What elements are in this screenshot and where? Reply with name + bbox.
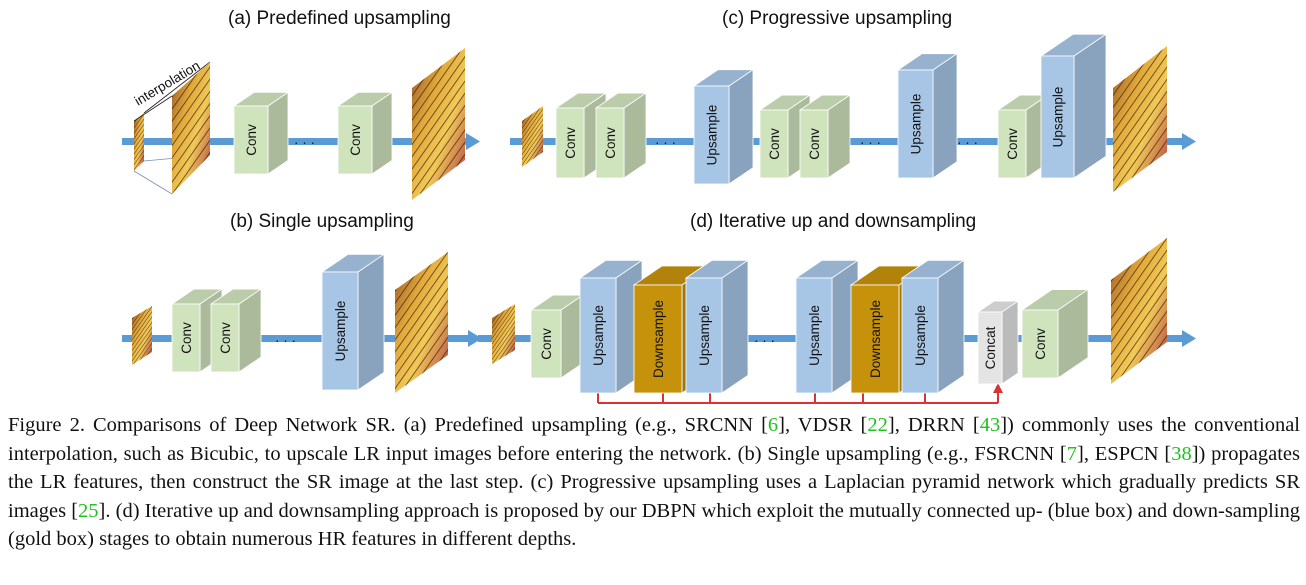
input-image-b bbox=[132, 306, 152, 365]
block-label: Conv bbox=[244, 124, 259, 156]
panel-d-title: (d) Iterative up and downsampling bbox=[690, 211, 976, 232]
block-label: Conv bbox=[1033, 328, 1048, 360]
panel-d-upsample-block: Upsample bbox=[578, 259, 644, 394]
panel-d-upsample-block: Upsample bbox=[684, 259, 750, 394]
caption-text-3: ], DRRN [ bbox=[887, 414, 980, 436]
output-image-b bbox=[395, 252, 448, 393]
block-label: Upsample bbox=[333, 301, 348, 362]
panel-a-conv-block: Conv bbox=[232, 91, 290, 175]
interpolation-illustration: interpolation bbox=[132, 58, 211, 195]
panel-d-upsample-block: Upsample bbox=[794, 259, 860, 394]
caption-text-5: ], ESPCN [ bbox=[1077, 442, 1172, 465]
reference-link[interactable]: 43 bbox=[979, 414, 1001, 436]
panel-b-upsample-block: Upsample bbox=[320, 253, 386, 391]
block-label: Conv bbox=[179, 322, 194, 354]
block-label: Upsample bbox=[909, 94, 924, 155]
figure-caption: Figure 2. Comparisons of Deep Network SR… bbox=[8, 411, 1300, 554]
dense-connections bbox=[597, 383, 1003, 404]
panel-c-upsample-block: Upsample bbox=[1039, 33, 1108, 179]
ellipses: · · · · · · · · · · · · · · · · · · bbox=[275, 135, 978, 348]
panel-a-title: (a) Predefined upsampling bbox=[228, 8, 451, 29]
block-label: Conv bbox=[539, 328, 554, 360]
panel-c-conv-block: Conv bbox=[798, 94, 852, 179]
network-diagram: (a) Predefined upsampling (c) Progressiv… bbox=[122, 8, 1196, 404]
ellipsis-b: · · · bbox=[275, 333, 296, 348]
block-label: Upsample bbox=[697, 305, 712, 366]
panel-d-conv-block: Conv bbox=[1020, 288, 1090, 379]
panel-c-conv-block: Conv bbox=[996, 94, 1050, 179]
panel-c-upsample-block: Upsample bbox=[692, 68, 755, 185]
block-label: Upsample bbox=[591, 305, 606, 366]
block-label: Upsample bbox=[807, 305, 822, 366]
caption-text-1: Figure 2. Comparisons of Deep Network SR… bbox=[8, 414, 768, 436]
panel-b-conv-block: Conv bbox=[209, 288, 263, 373]
block-label: Conv bbox=[807, 128, 822, 160]
panel-d-conv-block: Conv bbox=[529, 294, 585, 379]
block-label: Conv bbox=[563, 127, 578, 159]
block-label: Upsample bbox=[705, 105, 720, 166]
output-image-c bbox=[1113, 46, 1167, 192]
ellipsis-c2: · · · bbox=[860, 135, 881, 150]
reference-link[interactable]: 22 bbox=[867, 414, 888, 436]
caption-text-6: ]) propagates the LR features, then cons… bbox=[8, 442, 1300, 522]
panel-c-upsample-block: Upsample bbox=[896, 52, 959, 179]
caption-text-4: ]) commonly uses the conventional interp… bbox=[8, 414, 1300, 465]
input-image-d bbox=[492, 304, 515, 364]
panel-d-concat-block: Concat bbox=[976, 300, 1020, 385]
block-label: Upsample bbox=[1051, 87, 1066, 148]
block-label: Downsample bbox=[651, 300, 666, 378]
reference-link[interactable]: 38 bbox=[1171, 442, 1192, 465]
block-label: Conv bbox=[1005, 128, 1020, 160]
panel-c-conv-block: Conv bbox=[758, 94, 812, 179]
image-thumbnails bbox=[132, 46, 1167, 393]
panel-c-conv-block: Conv bbox=[594, 92, 648, 179]
panel-c-title: (c) Progressive upsampling bbox=[722, 8, 952, 29]
reference-link[interactable]: 7 bbox=[1066, 442, 1078, 465]
block-label: Concat bbox=[983, 326, 998, 369]
output-image-d bbox=[1111, 238, 1167, 384]
panel-d-upsample-block: Upsample bbox=[900, 259, 966, 394]
ellipsis-a: · · · bbox=[294, 135, 315, 150]
ellipsis-c3: · · · bbox=[957, 135, 978, 150]
reference-link[interactable]: 6 bbox=[767, 414, 779, 436]
caption-text-2: ], VDSR [ bbox=[778, 414, 868, 436]
block-label: Conv bbox=[348, 124, 363, 156]
input-image-c bbox=[522, 106, 543, 167]
block-label: Conv bbox=[218, 322, 233, 354]
panel-a-conv-block: Conv bbox=[336, 91, 394, 175]
output-image-a bbox=[412, 48, 465, 200]
panel-b-title: (b) Single upsampling bbox=[230, 211, 414, 232]
block-label: Upsample bbox=[913, 305, 928, 366]
reference-link[interactable]: 25 bbox=[78, 499, 99, 522]
caption-text-7: ]. (d) Iterative up and downsampling app… bbox=[8, 499, 1300, 551]
block-label: Conv bbox=[767, 128, 782, 160]
block-label: Conv bbox=[603, 127, 618, 159]
ellipsis-c1: · · · bbox=[655, 135, 676, 150]
ellipsis-d: · · · bbox=[754, 333, 775, 348]
block-label: Downsample bbox=[868, 300, 883, 378]
